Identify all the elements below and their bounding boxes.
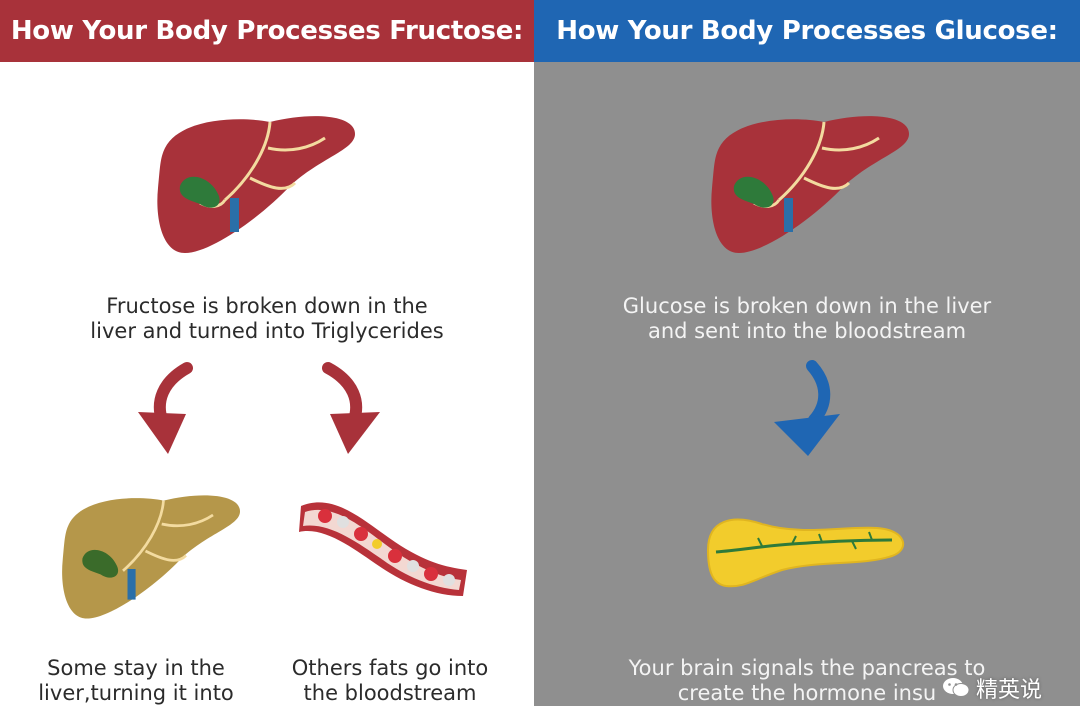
liver-fat-caption: Some stay in the liver,turning it into [38, 656, 234, 705]
curved-arrow-left-icon [138, 362, 193, 454]
watermark: 精英说 [942, 672, 1042, 704]
pancreas-illustration [706, 518, 905, 588]
fructose-panel: How Your Body Processes Fructose: Fructo… [0, 0, 534, 706]
down-arrow-icon [774, 360, 840, 456]
glucose-panel: How Your Body Processes Glucose: Glucose… [534, 0, 1080, 706]
watermark-text: 精英说 [975, 678, 1042, 703]
glucose-caption: Glucose is broken down in the liver and … [622, 294, 992, 343]
bloodstream-fat-caption: Others fats go into the bloodstream [291, 656, 489, 705]
liver-illustration [711, 116, 909, 253]
glucose-header: How Your Body Processes Glucose: [534, 0, 1080, 62]
fructose-caption: Fructose is broken down in the liver and… [90, 294, 444, 343]
curved-arrow-right-icon [322, 362, 380, 454]
blood-vessel-illustration [299, 502, 467, 596]
liver-illustration [157, 116, 355, 253]
fatty-liver-illustration [62, 495, 241, 619]
fructose-header: How Your Body Processes Fructose: [0, 0, 534, 62]
pancreas-caption: Your brain signals the pancreas to creat… [628, 656, 986, 705]
wechat-icon [942, 678, 970, 697]
